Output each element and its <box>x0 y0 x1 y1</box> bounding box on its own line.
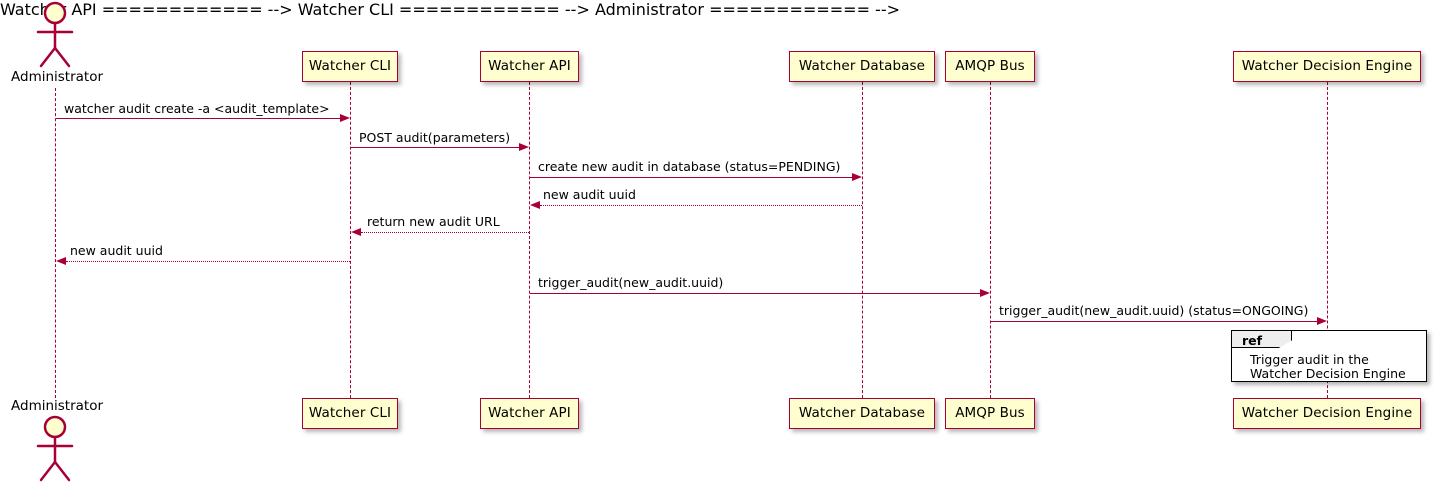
ref-fragment-trigger-audit: ref Trigger audit in the Watcher Decisio… <box>1231 330 1427 382</box>
message-label-7: trigger_audit(new_audit.uuid) <box>538 275 724 290</box>
message-arrowhead-6 <box>56 256 66 265</box>
lifeline-watcher-database <box>862 82 863 398</box>
actor-figure-icon <box>36 1 74 68</box>
message-label-8: trigger_audit(new_audit.uuid) (status=ON… <box>999 303 1309 318</box>
message-arrowhead-2 <box>519 142 529 151</box>
lifeline-watcher-decision-engine <box>1327 82 1328 398</box>
lifeline-watcher-cli <box>350 82 351 398</box>
participant-watcher-database-top[interactable]: Watcher Database <box>789 51 935 82</box>
message-label-6: new audit uuid <box>70 243 163 258</box>
ref-fragment-line-1: Trigger audit in the <box>1250 352 1369 367</box>
ref-fragment-line-2: Watcher Decision Engine <box>1250 366 1406 381</box>
message-line-2 <box>351 147 519 148</box>
message-line-4 <box>540 205 862 206</box>
ref-fragment-tab <box>1232 331 1292 348</box>
message-line-1 <box>56 118 340 119</box>
message-label-3: create new audit in database (status=PEN… <box>538 159 841 174</box>
message-arrowhead-4 <box>530 200 540 209</box>
participant-watcher-api-bottom[interactable]: Watcher API <box>480 398 579 429</box>
message-arrowhead-3 <box>852 172 862 181</box>
message-arrowhead-5 <box>351 227 361 236</box>
actor-administrator-bottom <box>0 414 115 484</box>
participant-amqp-bus-top[interactable]: AMQP Bus <box>945 51 1035 82</box>
message-line-6 <box>66 261 350 262</box>
message-line-8 <box>991 321 1317 322</box>
participant-watcher-database-bottom[interactable]: Watcher Database <box>789 398 935 429</box>
participant-amqp-bus-bottom[interactable]: AMQP Bus <box>945 398 1035 429</box>
participant-watcher-decision-engine-bottom[interactable]: Watcher Decision Engine <box>1233 398 1421 429</box>
message-line-3 <box>530 177 852 178</box>
message-label-1: watcher audit create -a <audit_template> <box>64 101 330 116</box>
lifeline-amqp-bus <box>990 82 991 398</box>
message-line-7 <box>530 293 980 294</box>
message-label-5: return new audit URL <box>367 214 500 229</box>
lifeline-watcher-api <box>529 82 530 398</box>
message-label-4: new audit uuid <box>543 187 636 202</box>
message-arrowhead-7 <box>980 288 990 297</box>
actor-administrator-top <box>0 0 115 85</box>
message-label-2: POST audit(parameters) <box>359 130 511 145</box>
ref-fragment-tab-label: ref <box>1242 333 1263 348</box>
lifeline-administrator <box>55 88 56 398</box>
participant-watcher-cli-bottom[interactable]: Watcher CLI <box>302 398 398 429</box>
message-arrowhead-1 <box>340 113 350 122</box>
message-line-5 <box>361 232 529 233</box>
participant-watcher-api-top[interactable]: Watcher API <box>480 51 579 82</box>
actor-label-administrator-top: Administrator <box>11 69 104 85</box>
participant-watcher-decision-engine-top[interactable]: Watcher Decision Engine <box>1233 51 1421 82</box>
participant-watcher-cli-top[interactable]: Watcher CLI <box>302 51 398 82</box>
message-arrowhead-8 <box>1317 316 1327 325</box>
actor-label-administrator-bottom: Administrator <box>11 398 104 414</box>
actor-figure-icon <box>36 415 74 482</box>
